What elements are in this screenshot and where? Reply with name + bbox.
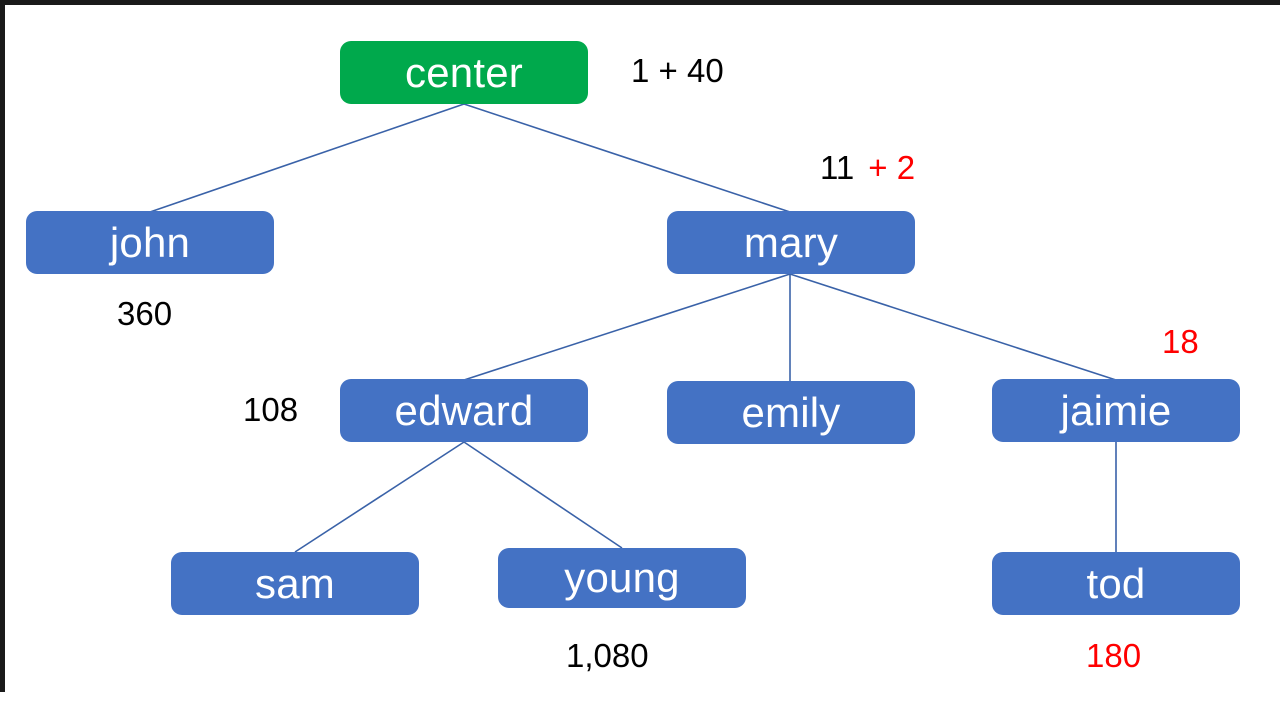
node-center[interactable]: center	[340, 41, 588, 104]
edge-edward-young	[463, 441, 623, 549]
node-tod[interactable]: tod	[992, 552, 1240, 615]
edge-mary-jaimie	[789, 273, 1117, 381]
edge-mary-edward	[463, 273, 791, 381]
annotation-young-value: 1,080	[566, 637, 649, 674]
node-emily[interactable]: emily	[667, 381, 915, 444]
slide-top-border	[0, 0, 1280, 5]
edge-center-john	[149, 103, 465, 213]
slide-left-border	[0, 0, 5, 692]
annotation-mary-delta: + 2	[868, 149, 916, 186]
annotation-mary-value: 11 + 2	[820, 151, 915, 184]
annotation-john-value: 360	[117, 295, 173, 332]
node-mary[interactable]: mary	[667, 211, 915, 274]
annotation-center-value: 1 + 40	[631, 52, 724, 89]
annotation-tod-value: 180	[1086, 637, 1142, 674]
annotation-jaimie-value: 18	[1162, 323, 1199, 360]
node-jaimie[interactable]: jaimie	[992, 379, 1240, 442]
annotation-edward-value: 108	[243, 391, 299, 428]
node-edward[interactable]: edward	[340, 379, 588, 442]
edge-edward-sam	[294, 441, 465, 553]
node-young[interactable]: young	[498, 548, 746, 608]
edge-center-mary	[463, 103, 791, 213]
node-john[interactable]: john	[26, 211, 274, 274]
annotation-mary-base: 11	[820, 149, 855, 186]
node-sam[interactable]: sam	[171, 552, 419, 615]
